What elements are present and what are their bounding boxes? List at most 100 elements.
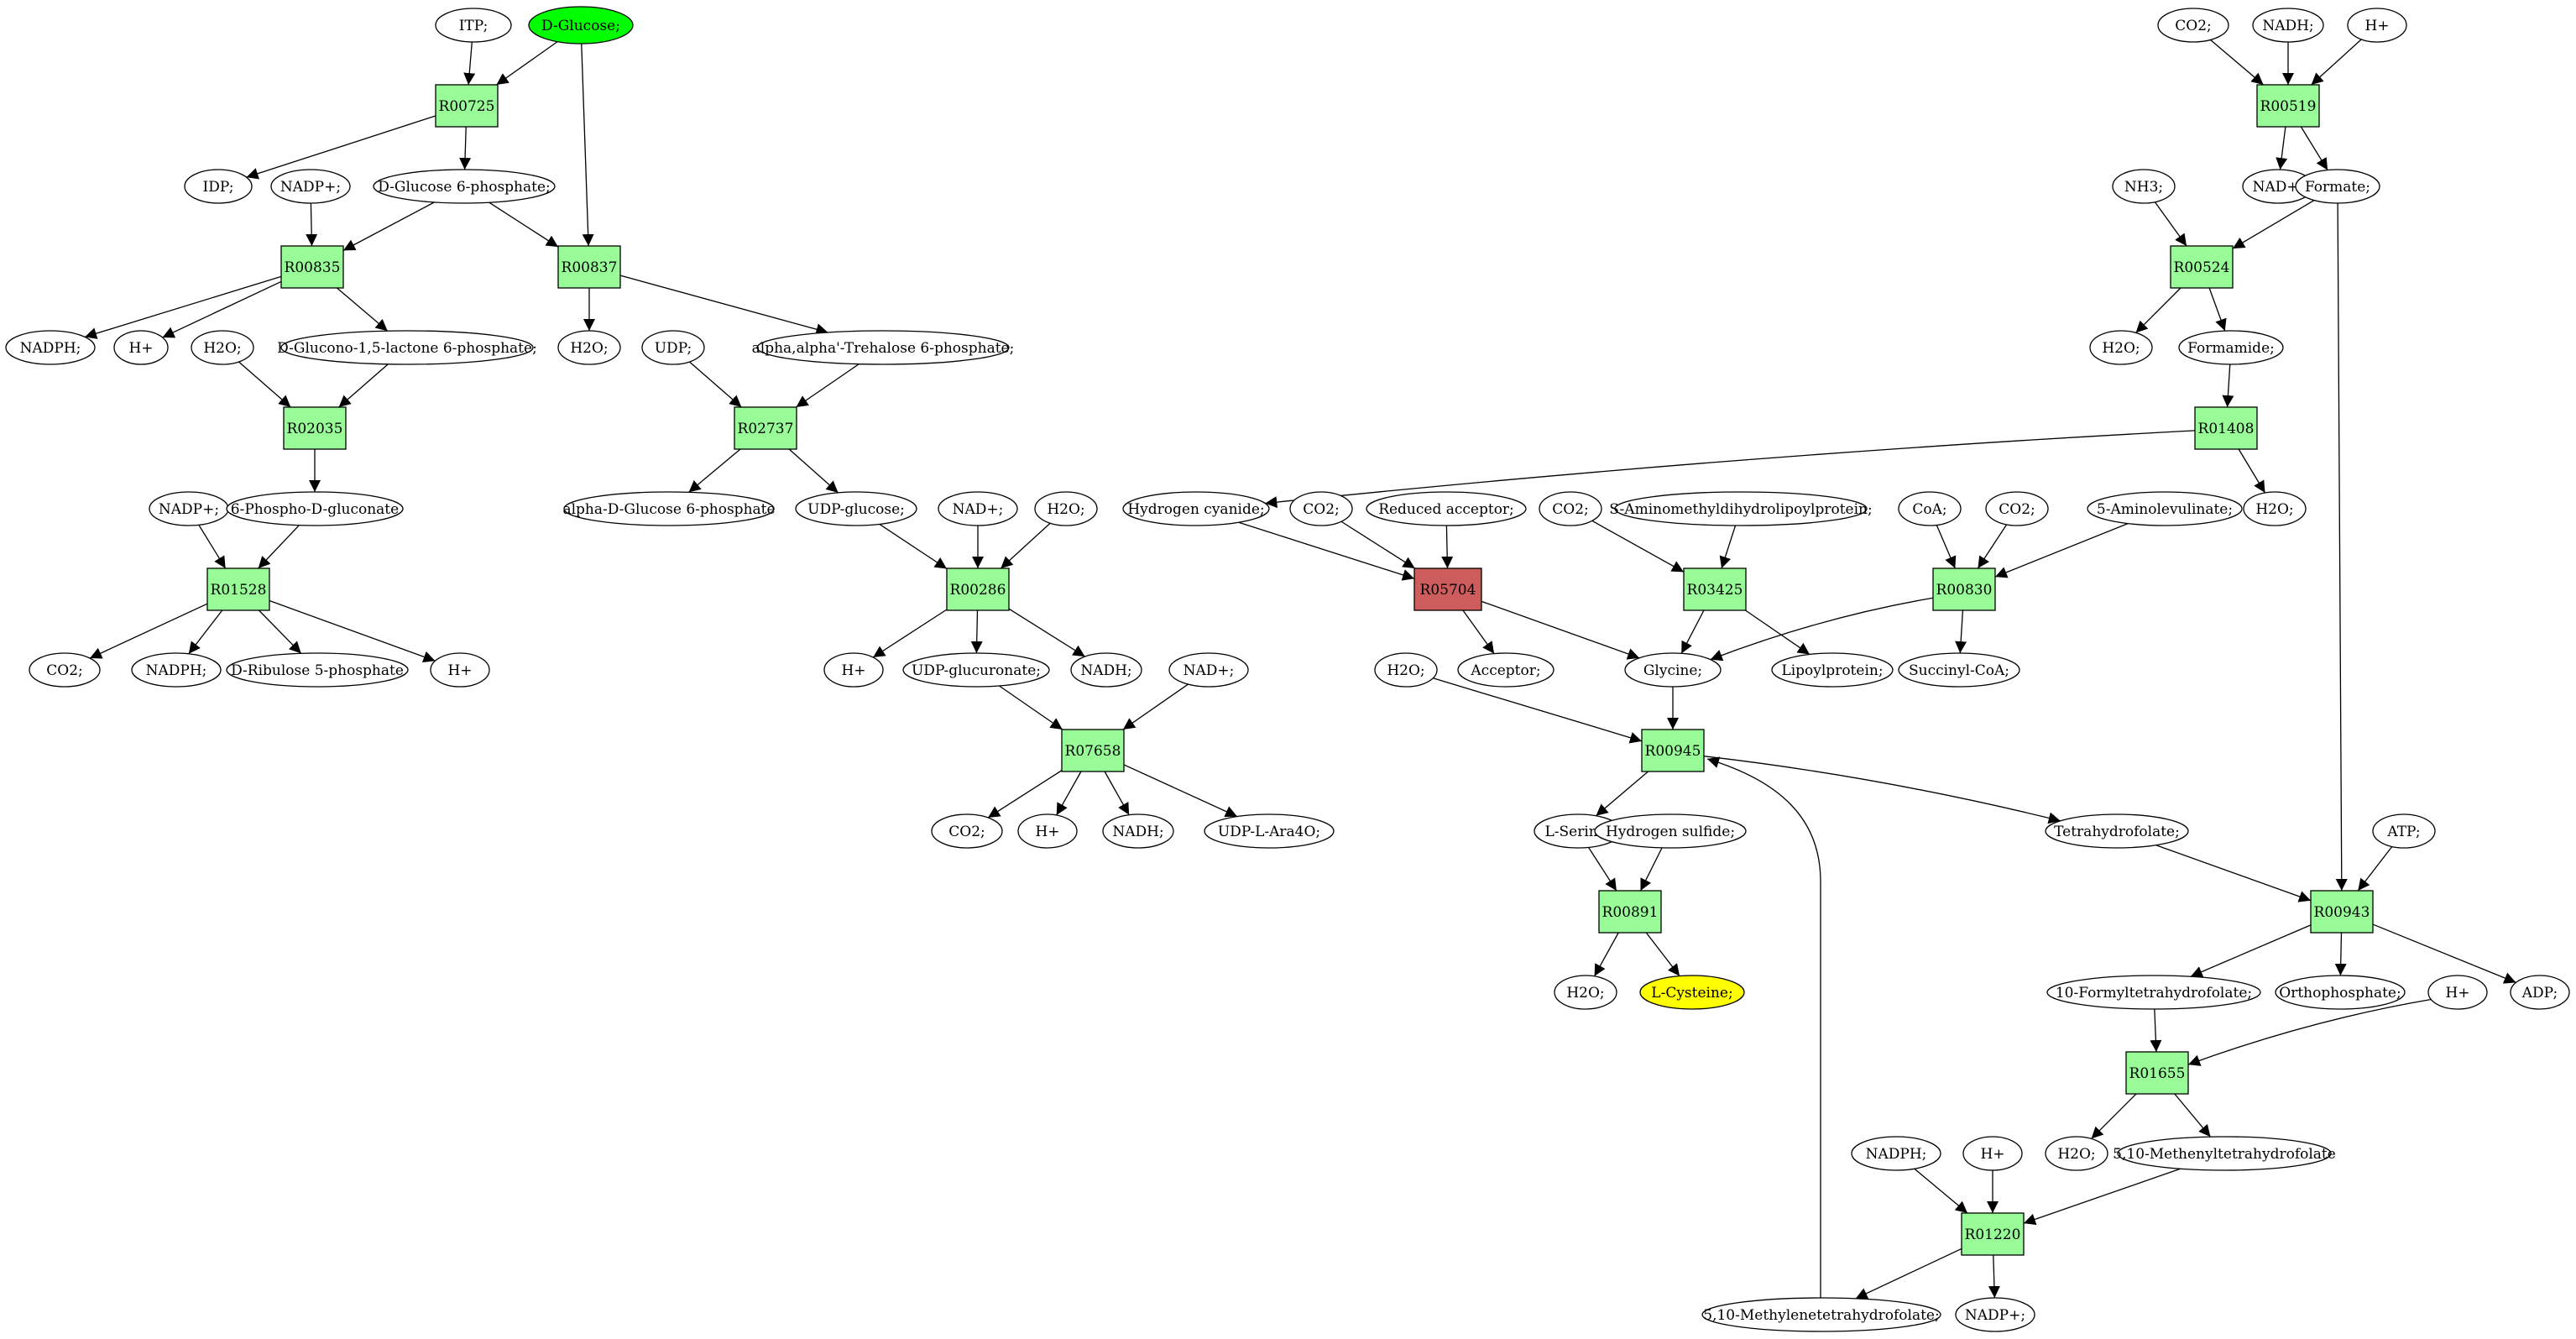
edge-r07658-to-co2_2 — [987, 770, 1063, 819]
compound-node-adg6p[interactable]: alpha-D-Glucose 6-phosphate — [562, 491, 776, 526]
compound-node-phosphogluconate[interactable]: 6-Phospho-D-gluconate — [226, 491, 404, 526]
compound-node-udpara[interactable]: UDP-L-Ara4O; — [1204, 813, 1335, 849]
compound-node-nadp3[interactable]: NADP+; — [1955, 1297, 2035, 1332]
node-label: CO2; — [948, 824, 985, 840]
compound-node-coa[interactable]: CoA; — [1898, 491, 1962, 526]
compound-node-nadph1[interactable]: NADPH; — [5, 330, 96, 365]
compound-node-succoa[interactable]: Succinyl-CoA; — [1898, 652, 2020, 688]
reaction-node-r00891[interactable]: R00891 — [1598, 890, 1662, 934]
reaction-node-r00725[interactable]: R00725 — [435, 84, 499, 128]
reaction-node-r00830[interactable]: R00830 — [1932, 568, 1996, 611]
compound-node-udp[interactable]: UDP; — [641, 330, 705, 365]
compound-node-trehalose[interactable]: alpha,alpha'-Trehalose 6-phosphate; — [752, 330, 1015, 365]
reaction-node-r00524[interactable]: R00524 — [2170, 245, 2234, 289]
compound-node-h2o2[interactable]: H2O; — [557, 330, 621, 365]
compound-node-idp[interactable]: IDP; — [184, 169, 253, 204]
compound-node-h2o7[interactable]: H2O; — [1554, 975, 1617, 1010]
reaction-node-r01408[interactable]: R01408 — [2194, 406, 2258, 450]
compound-node-nh3[interactable]: NH3; — [2112, 169, 2176, 204]
compound-node-formamide[interactable]: Formamide; — [2178, 330, 2284, 365]
compound-node-co2_3[interactable]: CO2; — [1289, 491, 1353, 526]
compound-node-co2_top[interactable]: CO2; — [2157, 8, 2229, 43]
compound-node-adp[interactable]: ADP; — [2510, 975, 2570, 1010]
compound-node-itp[interactable]: ITP; — [435, 8, 512, 43]
edge-lserine-to-r00891 — [1587, 847, 1617, 892]
reaction-node-r03425[interactable]: R03425 — [1683, 568, 1747, 611]
reaction-node-r00943[interactable]: R00943 — [2310, 890, 2374, 934]
compound-node-h2o4[interactable]: H2O; — [2089, 330, 2153, 365]
node-shape — [823, 652, 884, 688]
reaction-node-r00837[interactable]: R00837 — [557, 245, 621, 289]
compound-node-h2o6[interactable]: H2O; — [1374, 652, 1438, 688]
compound-node-h2o1[interactable]: H2O; — [191, 330, 254, 365]
compound-node-nadph2[interactable]: NADPH; — [131, 652, 222, 688]
compound-node-nadp2[interactable]: NADP+; — [149, 491, 229, 526]
compound-node-h2o8[interactable]: H2O; — [2045, 1136, 2108, 1171]
reaction-node-r01655[interactable]: R01655 — [2125, 1051, 2189, 1095]
edge-r01528-to-nadph2 — [188, 609, 223, 655]
compound-node-dglucose[interactable]: D-Glucose; — [528, 6, 634, 44]
compound-node-co2_4[interactable]: CO2; — [1539, 491, 1602, 526]
compound-node-hplus6[interactable]: H+ — [1962, 1136, 2023, 1171]
edge-r00725-to-dg6p — [459, 126, 472, 170]
compound-node-lipoyl[interactable]: Lipoylprotein; — [1771, 652, 1894, 688]
compound-node-nad1[interactable]: NAD+; — [938, 491, 1018, 526]
compound-node-nadph3[interactable]: NADPH; — [1851, 1136, 1941, 1171]
compound-node-acceptor[interactable]: Acceptor; — [1457, 652, 1554, 688]
compound-node-nadh1[interactable]: NADH; — [1070, 652, 1142, 688]
compound-node-h2o3[interactable]: H2O; — [1034, 491, 1098, 526]
reaction-node-r00835[interactable]: R00835 — [280, 245, 344, 289]
compound-node-hplus5[interactable]: H+ — [2427, 975, 2488, 1010]
compound-node-h2o5[interactable]: H2O; — [2243, 491, 2307, 526]
compound-node-hplus1[interactable]: H+ — [113, 330, 169, 365]
compound-node-glycine[interactable]: Glycine; — [1624, 652, 1722, 688]
reaction-node-r00519[interactable]: R00519 — [2256, 84, 2320, 128]
compound-node-hplus2[interactable]: H+ — [430, 652, 490, 688]
compound-node-h2s[interactable]: Hydrogen sulfide; — [1594, 813, 1747, 849]
compound-node-redacc[interactable]: Reduced acceptor; — [1366, 491, 1527, 526]
compound-node-co2_1[interactable]: CO2; — [29, 652, 101, 688]
compound-node-samdl[interactable]: S-Aminomethyldihydrolipoylprotein; — [1609, 491, 1873, 526]
compound-node-lcys[interactable]: L-Cysteine; — [1639, 975, 1745, 1010]
compound-node-nad3[interactable]: NAD+; — [2242, 169, 2314, 204]
compound-node-nadh_top[interactable]: NADH; — [2252, 8, 2324, 43]
reaction-node-r02035[interactable]: R02035 — [283, 406, 347, 450]
node-label: R00837 — [562, 259, 618, 276]
compound-node-hplus4[interactable]: H+ — [1017, 813, 1078, 849]
compound-node-thf[interactable]: Tetrahydrofolate; — [2045, 813, 2189, 849]
reaction-node-r01528[interactable]: R01528 — [206, 568, 270, 611]
compound-node-nadp1[interactable]: NADP+; — [270, 169, 351, 204]
compound-node-dg6p[interactable]: D-Glucose 6-phosphate; — [373, 169, 556, 204]
compound-node-ribulose[interactable]: D-Ribulose 5-phosphate — [226, 652, 409, 688]
compound-node-ala[interactable]: 5-Aminolevulinate; — [2087, 491, 2243, 526]
compound-node-nad2[interactable]: NAD+; — [1168, 652, 1249, 688]
compound-node-ortho[interactable]: Orthophosphate; — [2275, 975, 2406, 1010]
reaction-node-r02737[interactable]: R02737 — [734, 406, 797, 450]
compound-node-formate[interactable]: Formate; — [2295, 169, 2380, 204]
edge-hcn-to-r05704 — [1238, 521, 1415, 581]
compound-node-methylene[interactable]: 5,10-Methylenetetrahydrofolate; — [1701, 1297, 1941, 1332]
compound-node-hplus_top[interactable]: H+ — [2347, 8, 2407, 43]
compound-node-udpglucose[interactable]: UDP-glucose; — [795, 491, 917, 526]
compound-node-udpglucuronate[interactable]: UDP-glucuronate; — [902, 652, 1050, 688]
reaction-node-r05704[interactable]: R05704 — [1413, 568, 1482, 611]
edge-udp-to-r02737 — [689, 361, 742, 408]
edge-formamide-to-r01408 — [2222, 364, 2234, 408]
reaction-node-r01220[interactable]: R01220 — [1961, 1212, 2025, 1256]
compound-node-atp[interactable]: ATP; — [2372, 813, 2436, 849]
compound-node-methenyl[interactable]: 5,10-Methenyltetrahydrofolate — [2113, 1136, 2336, 1171]
reaction-node-r00945[interactable]: R00945 — [1641, 729, 1705, 772]
node-label: NADPH; — [146, 662, 207, 679]
compound-node-dglucono[interactable]: D-Glucono-1,5-lactone 6-phosphate; — [277, 330, 537, 365]
node-shape — [931, 813, 1003, 849]
edge-r00945-to-thf — [1703, 756, 2061, 824]
compound-node-co2_5[interactable]: CO2; — [1985, 491, 2049, 526]
compound-node-hcn[interactable]: Hydrogen cyanide; — [1122, 491, 1270, 526]
node-shape — [29, 652, 101, 688]
reaction-node-r00286[interactable]: R00286 — [946, 568, 1010, 611]
compound-node-nadh2[interactable]: NADH; — [1102, 813, 1174, 849]
compound-node-hplus3[interactable]: H+ — [823, 652, 884, 688]
compound-node-co2_2[interactable]: CO2; — [931, 813, 1003, 849]
reaction-node-r07658[interactable]: R07658 — [1061, 729, 1125, 772]
compound-node-fthf[interactable]: 10-Formyltetrahydrofolate; — [2046, 975, 2261, 1010]
